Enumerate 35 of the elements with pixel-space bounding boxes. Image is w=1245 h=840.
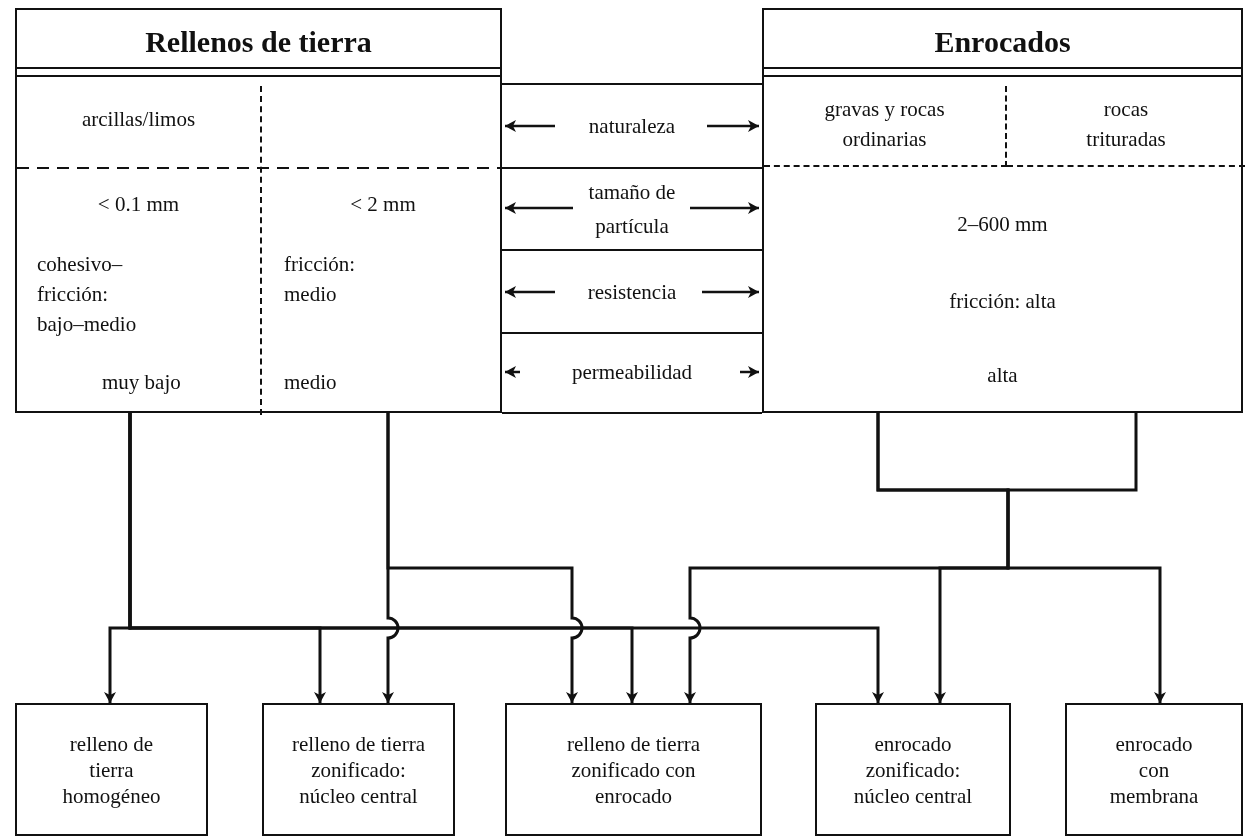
table-box: [15, 8, 502, 413]
arrow: [934, 413, 1138, 703]
arrow: [386, 413, 584, 703]
property-label: naturaleza: [588, 113, 676, 140]
strength-value: fricción: medio: [284, 251, 357, 308]
type-box: [262, 703, 455, 836]
type-label: relleno de tierra zonificado con enrocado: [566, 730, 701, 809]
type-box: [815, 703, 1011, 836]
type-box: [15, 703, 208, 836]
material-name: gravas y rocas ordinarias: [824, 96, 945, 153]
strength-value: cohesivo– fricción: bajo–medio: [37, 251, 138, 338]
table-box: [762, 8, 1243, 413]
permeability-value: medio: [284, 369, 337, 396]
permeability-value: alta: [987, 362, 1018, 389]
type-box: [1065, 703, 1243, 836]
arrow: [876, 413, 1166, 703]
property-label: tamaño de partícula: [587, 179, 677, 240]
arrow: [128, 413, 884, 703]
size-value: < 0.1 mm: [97, 191, 180, 218]
size-value: < 2 mm: [350, 191, 416, 218]
table-heading: Rellenos de tierra: [145, 24, 372, 60]
material-name: arcillas/limos: [81, 106, 196, 133]
property-label: resistencia: [587, 279, 677, 306]
strength-value: fricción: alta: [949, 288, 1056, 315]
type-label: relleno de tierra homogéneo: [61, 730, 162, 809]
type-box: [505, 703, 762, 836]
size-value: 2–600 mm: [957, 211, 1048, 238]
permeability-value: muy bajo: [102, 369, 181, 396]
type-label: enrocado con membrana: [1108, 730, 1200, 809]
property-label: permeabilidad: [571, 359, 693, 386]
material-name: rocas trituradas: [1085, 96, 1167, 153]
type-label: enrocado zonificado: núcleo central: [852, 730, 974, 809]
table-heading: Enrocados: [934, 24, 1071, 60]
table-cell: [764, 86, 1007, 167]
type-label: relleno de tierra zonificado: núcleo central: [291, 730, 426, 809]
